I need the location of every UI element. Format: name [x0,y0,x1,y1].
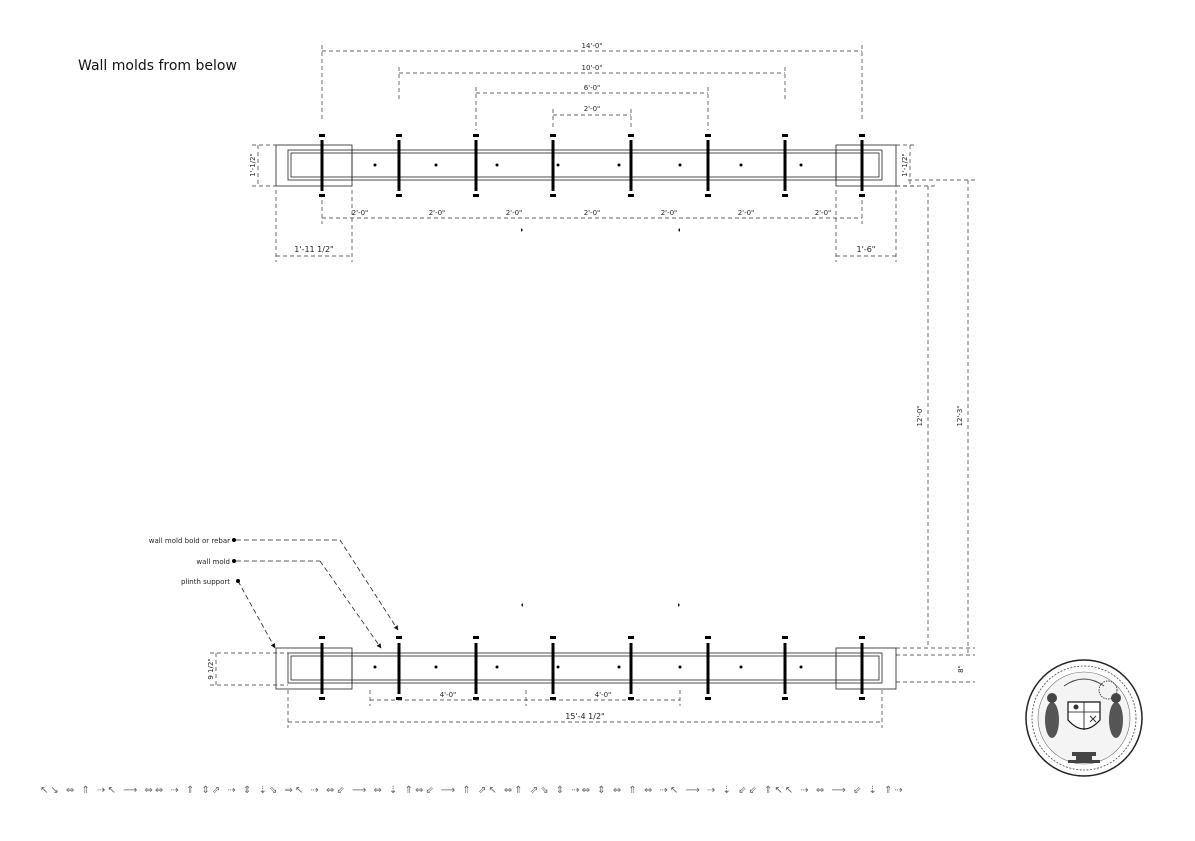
dim-vertical-12-0: 12'-0" [916,405,924,426]
dim-right-end: 1'-6" [857,245,876,254]
dim-bottom-overall: 15'-4 1/2" [565,712,604,721]
seal-emblem [1025,659,1143,777]
top-wall-mold [275,144,897,187]
page-title: Wall molds from below [78,58,237,74]
glyph-row: ↖↘ ⇔ ⇑ ⇢↖ ⟶ ⇔⇔ ⇢ ⇑ ⇕⇗ ⇢ ⇕ ⇣⇘ ⇒↖ ⇢ ⇔⇙ ⟶ ⇔… [40,785,905,796]
bottom-bolts [320,643,864,694]
callout-bolt-label: wall mold bold or rebar [149,537,230,545]
callout-leaders [236,539,399,649]
top-dimension-lines [252,45,916,262]
dim-spacing-1: 2'-0" [352,209,369,217]
dim-inner-6: 6'-0" [584,84,601,92]
dim-bottom-height: 9 1/2" [207,658,215,679]
dim-spacing-6: 2'-0" [738,209,755,217]
vertical-dimension-lines [896,179,975,683]
bottom-dimension-lines [210,652,883,728]
top-bolts [320,140,864,191]
dim-bottom-span-b: 4'-0" [595,691,612,699]
dim-wall-height-right: 1'-1/2" [901,153,909,176]
callout-plinth-label: plinth support [181,578,230,586]
dim-vertical-12-3: 12'-3" [956,405,964,426]
dim-bottom-right-small: 8" [957,665,965,673]
dim-spacing-5: 2'-0" [661,209,678,217]
dim-spacing-4: 2'-0" [584,209,601,217]
dim-bottom-span-a: 4'-0" [440,691,457,699]
dim-inner-2: 2'-0" [584,105,601,113]
bottom-wall-mold [275,647,897,690]
bottom-bolt-caps [319,636,865,700]
dim-overall-top: 14'-0" [581,42,602,50]
top-bolt-caps [319,134,865,197]
dim-wall-height-left: 1'-1/2" [249,153,257,176]
callout-mold-label: wall mold [196,558,230,566]
dim-spacing-3: 2'-0" [506,209,523,217]
dim-spacing-7: 2'-0" [815,209,832,217]
dim-spacing-2: 2'-0" [429,209,446,217]
dim-inner-10: 10'-0" [581,64,602,72]
dim-left-end: 1'-11 1/2" [294,245,333,254]
